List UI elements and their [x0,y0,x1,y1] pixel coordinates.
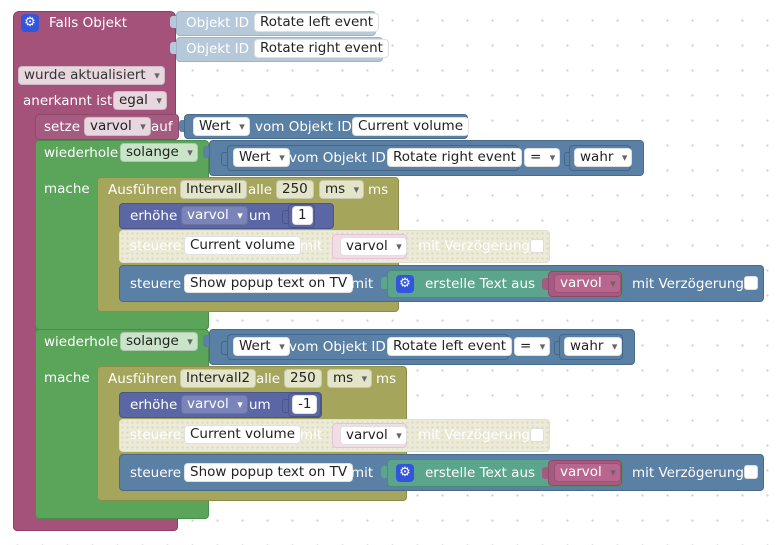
interval-unit-dropdown-2[interactable]: ms [327,369,373,388]
input-connector [170,16,176,28]
control-label-1: steuere [130,238,182,254]
interval-ms-field-1[interactable]: 250 [276,180,314,199]
while-mode-dropdown-2[interactable]: solange [120,332,198,351]
gear-icon[interactable]: ⚙ [396,464,414,482]
popup-variable-dropdown-1[interactable]: varvol [554,274,621,293]
interval-alle-label-1: alle [248,182,273,198]
do-label-2: mache [44,370,90,386]
get-value-object-field[interactable]: Current volume [352,117,470,136]
input-connector [542,467,548,479]
control-mit-label-2: mit [300,427,323,443]
object-id-label-2: Objekt ID [186,41,250,57]
text-join-label-2: erstelle Text aus [425,465,536,481]
input-connector [179,120,185,132]
gear-icon[interactable]: ⚙ [21,14,39,32]
input-connector [381,277,387,289]
increment-label-1: erhöhe [130,208,178,224]
operator-dropdown-1[interactable]: = [524,148,561,167]
interval-unit-dropdown-1[interactable]: ms [319,180,365,199]
text-join-label-1: erstelle Text aus [425,276,536,292]
get-value-dropdown[interactable]: Wert [193,117,250,136]
popup-delay-label-1: mit Verzögerung [632,276,744,292]
increment-amount-field-2[interactable]: -1 [292,395,318,414]
interval-ms-label-1: ms [368,182,389,198]
input-connector [203,335,209,347]
do-label-1: mache [44,181,90,197]
object-id-label-1: Objekt ID [186,15,250,31]
set-variable-dropdown[interactable]: varvol [84,117,151,136]
condition-object-field-1[interactable]: Rotate right event [387,148,522,167]
interval-name-field-1[interactable]: Intervall [180,180,248,199]
interval-label-1: Ausführen [108,182,177,198]
increment-um-label-1: um [249,208,271,224]
trigger-dropdown[interactable]: wurde aktualisiert [18,66,165,85]
gear-icon[interactable]: ⚙ [396,275,414,293]
popup-mit-label-1: mit [351,276,374,292]
popup-delay-checkbox-2[interactable] [744,465,758,479]
event-block-foot [13,517,178,531]
input-connector [170,42,176,54]
popup-delay-checkbox-1[interactable] [744,276,758,290]
control-delay-checkbox-2[interactable] [530,428,544,442]
increment-variable-dropdown-1[interactable]: varvol [181,206,248,225]
condition-object-field-2[interactable]: Rotate left event [387,337,513,356]
object-id-field-2[interactable]: Rotate right event [254,39,389,58]
control-label-2: steuere [130,427,182,443]
popup-label-2: steuere [130,465,182,481]
object-id-field-1[interactable]: Rotate left event [254,13,380,32]
interval-alle-label-2: alle [256,371,281,387]
increment-amount-field-1[interactable]: 1 [292,206,313,225]
set-auf-label: auf [151,119,173,135]
popup-variable-dropdown-2[interactable]: varvol [554,463,621,482]
while-label-2: wiederhole [44,334,119,350]
popup-mit-label-2: mit [351,465,374,481]
event-title: Falls Objekt [49,15,127,31]
boolean-dropdown-1[interactable]: wahr [574,148,633,167]
input-connector [542,278,548,290]
popup-object-field-2[interactable]: Show popup text on TV [184,463,354,482]
control-delay-checkbox-1[interactable] [530,239,544,253]
operator-dropdown-2[interactable]: = [514,337,551,356]
increment-variable-dropdown-2[interactable]: varvol [181,395,248,414]
while-label-1: wiederhole [44,145,119,161]
popup-delay-label-2: mit Verzögerung [632,465,744,481]
control-object-field-2[interactable]: Current volume [184,425,302,444]
control-mit-label-1: mit [300,238,323,254]
interval-ms-label-2: ms [376,371,397,387]
condition-wert-dropdown-1[interactable]: Wert [233,148,290,167]
set-label: setze [44,119,81,135]
while-mode-dropdown-1[interactable]: solange [120,143,198,162]
control-delay-label-1: mit Verzögerung [418,238,530,254]
condition-vom-label-2: vom Objekt ID [289,339,386,355]
ack-dropdown[interactable]: egal [113,91,167,110]
input-connector [381,466,387,478]
interval-name-field-2[interactable]: Intervall2 [180,369,257,388]
condition-vom-label-1: vom Objekt ID [289,150,386,166]
control-variable-dropdown-2[interactable]: varvol [340,426,407,445]
boolean-dropdown-2[interactable]: wahr [564,337,623,356]
control-variable-dropdown-1[interactable]: varvol [340,237,407,256]
ack-label: anerkannt ist [23,93,113,109]
increment-um-label-2: um [249,397,271,413]
interval-ms-field-2[interactable]: 250 [284,369,322,388]
condition-wert-dropdown-2[interactable]: Wert [233,337,290,356]
interval-label-2: Ausführen [108,371,177,387]
control-delay-label-2: mit Verzögerung [418,427,530,443]
popup-label-1: steuere [130,276,182,292]
get-value-vom-label: vom Objekt ID [255,119,352,135]
control-object-field-1[interactable]: Current volume [184,236,302,255]
input-connector [203,146,209,158]
increment-label-2: erhöhe [130,397,178,413]
popup-object-field-1[interactable]: Show popup text on TV [184,274,354,293]
